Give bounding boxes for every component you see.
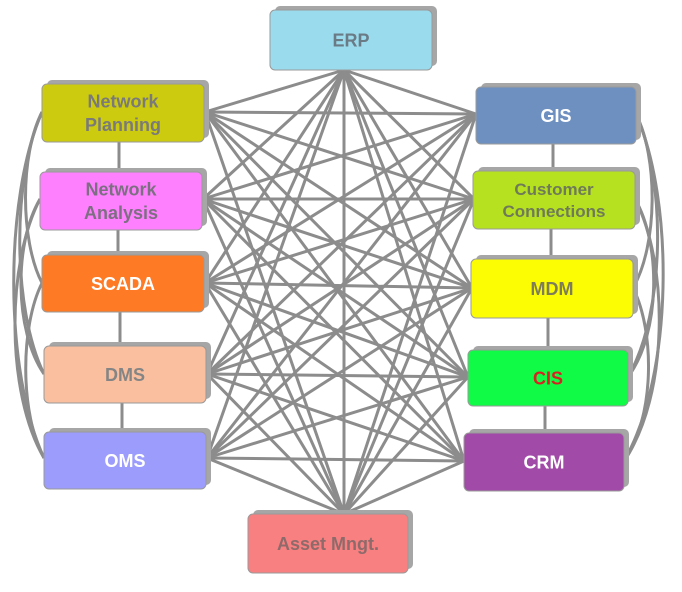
connector-line — [206, 456, 345, 516]
connector-line — [203, 69, 346, 284]
node-cis: CIS — [467, 346, 633, 407]
node-scada: SCADA — [41, 251, 209, 313]
node-box — [269, 9, 433, 71]
connector-line — [342, 69, 466, 462]
node-asset-mngt: Asset Mngt. — [247, 510, 413, 574]
connector-line — [343, 459, 465, 516]
connector-line — [206, 375, 469, 460]
node-label: Analysis — [84, 203, 158, 223]
node-gis: GIS — [475, 83, 641, 145]
node-label: CRM — [524, 452, 565, 472]
node-label: GIS — [540, 106, 571, 126]
node-crm: CRM — [463, 429, 629, 492]
node-erp: ERP — [269, 6, 437, 71]
node-oms: OMS — [43, 428, 211, 490]
connector-line — [342, 198, 476, 515]
connector-line — [204, 68, 345, 114]
connector-line — [205, 69, 346, 459]
connector-line — [342, 69, 470, 378]
connector-line — [206, 456, 465, 463]
node-box — [470, 258, 634, 319]
connector-lines — [12, 68, 665, 516]
connector-line — [205, 113, 478, 459]
loop-connector — [24, 282, 46, 459]
node-label: Network — [87, 92, 159, 112]
connector-line — [343, 68, 477, 116]
node-box — [41, 254, 205, 313]
node-label: MDM — [531, 279, 574, 299]
connector-line — [205, 197, 476, 460]
node-label: DMS — [105, 365, 145, 385]
connector-line — [342, 287, 474, 515]
connector-line — [204, 110, 477, 116]
connector-line — [204, 112, 477, 285]
node-box — [247, 513, 409, 574]
node-label: Asset Mngt. — [277, 534, 379, 554]
node-box — [467, 349, 629, 407]
node-box — [43, 431, 207, 490]
node-label: SCADA — [91, 274, 155, 294]
node-label: ERP — [332, 30, 369, 50]
connector-line — [342, 113, 478, 515]
node-box — [472, 170, 636, 230]
node-box — [463, 432, 625, 492]
connector-line — [204, 281, 473, 290]
node-label: Customer — [514, 180, 594, 199]
connector-line — [206, 286, 473, 460]
node-label: CIS — [533, 368, 563, 388]
node-mdm: MDM — [470, 255, 638, 319]
system-nodes: ERPNetworkPlanningNetworkAnalysisSCADADM… — [39, 6, 641, 574]
node-dms: DMS — [43, 342, 211, 404]
node-box — [41, 83, 205, 143]
node-box — [39, 171, 203, 231]
node-label: Connections — [503, 202, 606, 221]
connector-line — [203, 111, 346, 515]
connector-line — [342, 375, 470, 516]
connector-line — [203, 282, 346, 515]
node-box — [475, 86, 637, 145]
node-label: Network — [85, 180, 157, 200]
connector-line — [342, 68, 476, 201]
loop-connector — [622, 287, 650, 462]
loop-connector — [626, 113, 660, 378]
loop-connector — [13, 198, 46, 459]
node-box — [43, 345, 207, 404]
connector-line — [202, 112, 477, 201]
node-label: Planning — [85, 115, 161, 135]
connector-line — [205, 372, 346, 516]
connector-line — [201, 198, 346, 515]
node-label: OMS — [104, 451, 145, 471]
